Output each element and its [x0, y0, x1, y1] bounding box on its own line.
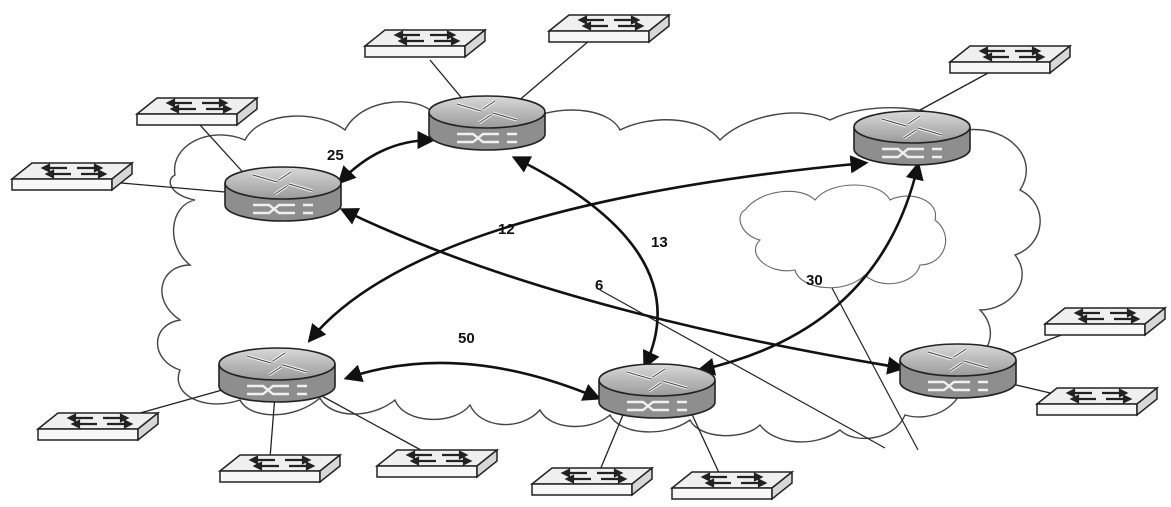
link-label-13: 13: [651, 234, 668, 251]
link-label-12: 12: [498, 221, 515, 238]
link-label-6: 6: [595, 277, 603, 294]
switch: [549, 15, 669, 42]
router-right: [900, 344, 1016, 398]
switch: [220, 455, 340, 482]
router-top-right: [854, 111, 970, 165]
switch: [12, 163, 132, 190]
switch: [365, 30, 485, 57]
switch: [137, 98, 257, 125]
switch: [532, 468, 652, 495]
link-label-50: 50: [458, 330, 475, 347]
link-50: [347, 363, 598, 398]
switch: [377, 450, 497, 477]
switch: [672, 472, 792, 499]
switch: [950, 46, 1070, 73]
link-13: [515, 158, 658, 366]
link-12: [310, 163, 865, 340]
switch: [1037, 388, 1157, 415]
router-top-center: [429, 96, 545, 150]
router-bottom-left: [219, 348, 335, 402]
switch: [38, 413, 158, 440]
link-label-25: 25: [327, 147, 344, 164]
link-25: [340, 140, 432, 182]
switch: [1045, 308, 1165, 335]
router-bottom-center: [599, 364, 715, 418]
link-label-30: 30: [806, 272, 823, 289]
route-links: [310, 140, 918, 398]
router-left: [225, 167, 341, 221]
